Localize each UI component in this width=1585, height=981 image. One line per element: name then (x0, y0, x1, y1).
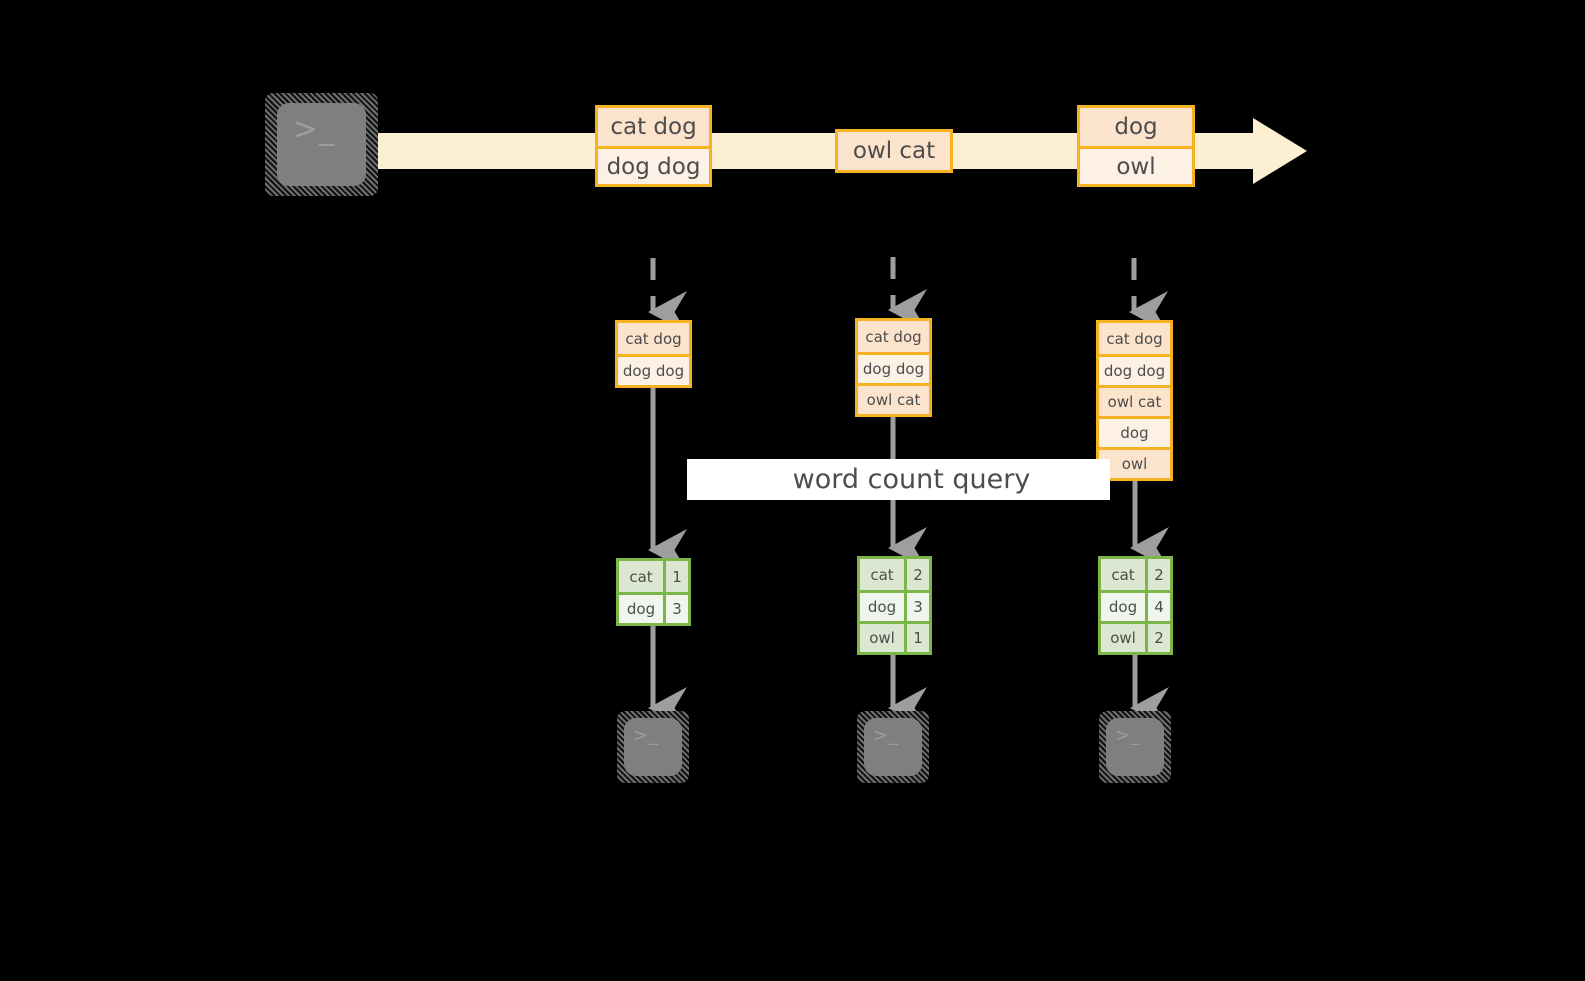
table-row: cat 2 (860, 559, 929, 590)
snapshot-2-sink-terminal-icon[interactable]: >_ (857, 711, 929, 783)
table-row: dog 3 (860, 590, 929, 621)
terminal-body (277, 103, 366, 186)
count-cell: 3 (663, 595, 688, 623)
snapshot-2-count-table: cat 2 dog 3 owl 1 (857, 556, 932, 655)
stack-line: owl cat (1099, 385, 1170, 416)
stack-line: dog (1099, 416, 1170, 447)
snapshot-2-input-stack: cat dog dog dog owl cat (855, 318, 932, 417)
stream-record-line: dog dog (598, 146, 709, 184)
word-cell: owl (1101, 624, 1145, 652)
count-cell: 2 (904, 559, 929, 590)
stream-record-group-3: dog owl (1077, 105, 1195, 187)
count-cell: 4 (1145, 593, 1170, 621)
word-cell: cat (860, 559, 904, 590)
terminal-prompt-glyph: >_ (873, 725, 900, 746)
snapshot-1-input-stack: cat dog dog dog (615, 320, 692, 388)
count-cell: 3 (904, 593, 929, 621)
source-terminal-icon[interactable]: >_ (265, 93, 378, 196)
terminal-body (624, 718, 682, 776)
stack-line: dog dog (618, 354, 689, 385)
terminal-prompt-glyph: >_ (633, 725, 660, 746)
snapshot-3-input-stack: cat dog dog dog owl cat dog owl (1096, 320, 1173, 481)
word-cell: cat (1101, 559, 1145, 590)
terminal-prompt-glyph: >_ (1115, 725, 1142, 746)
word-cell: dog (860, 593, 904, 621)
snapshot-3-count-table: cat 2 dog 4 owl 2 (1098, 556, 1173, 655)
stream-record-line: dog (1080, 108, 1192, 146)
table-row: cat 1 (619, 561, 688, 592)
stream-record-line: owl cat (838, 132, 950, 170)
snapshot-3-sink-terminal-icon[interactable]: >_ (1099, 711, 1171, 783)
word-cell: owl (860, 624, 904, 652)
stream-arrow-head (1253, 118, 1307, 184)
stack-line: cat dog (1099, 323, 1170, 354)
terminal-prompt-glyph: >_ (293, 112, 336, 147)
stack-line: owl cat (858, 383, 929, 414)
query-banner-label: word count query (792, 464, 1031, 495)
stream-record-group-1: cat dog dog dog (595, 105, 712, 187)
stack-line: dog dog (1099, 354, 1170, 385)
terminal-body (864, 718, 922, 776)
word-cell: cat (619, 561, 663, 592)
count-cell: 2 (1145, 559, 1170, 590)
word-cell: dog (1101, 593, 1145, 621)
table-row: dog 4 (1101, 590, 1170, 621)
table-row: owl 2 (1101, 621, 1170, 652)
stack-line: owl (1099, 447, 1170, 478)
stack-line: cat dog (858, 321, 929, 352)
count-cell: 1 (663, 561, 688, 592)
table-row: owl 1 (860, 621, 929, 652)
snapshot-1-sink-terminal-icon[interactable]: >_ (617, 711, 689, 783)
table-row: dog 3 (619, 592, 688, 623)
table-row: cat 2 (1101, 559, 1170, 590)
stream-record-line: owl (1080, 146, 1192, 184)
stack-line: dog dog (858, 352, 929, 383)
stack-line: cat dog (618, 323, 689, 354)
count-cell: 1 (904, 624, 929, 652)
stream-record-group-2: owl cat (835, 129, 953, 173)
word-cell: dog (619, 595, 663, 623)
terminal-body (1106, 718, 1164, 776)
count-cell: 2 (1145, 624, 1170, 652)
query-banner: word count query (687, 459, 1110, 500)
snapshot-1-count-table: cat 1 dog 3 (616, 558, 691, 626)
stream-record-line: cat dog (598, 108, 709, 146)
